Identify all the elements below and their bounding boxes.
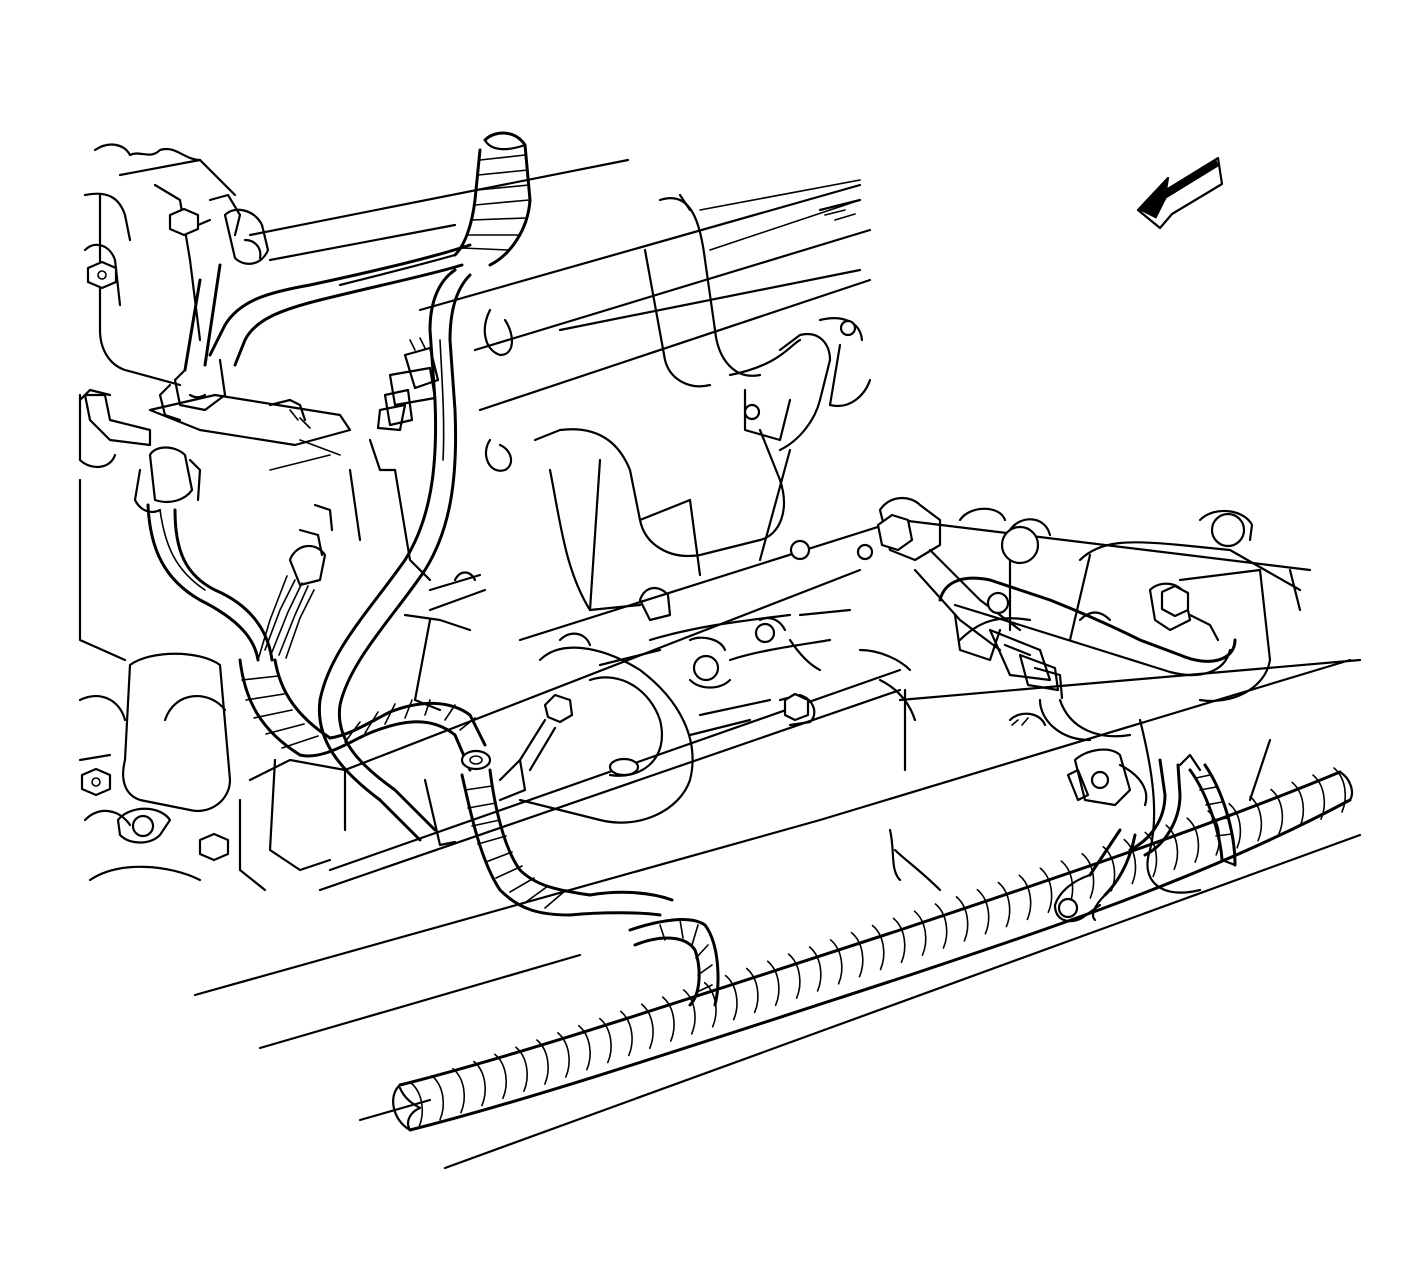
loom-ring bbox=[871, 924, 885, 971]
harness-branch-to-loom bbox=[628, 918, 720, 1007]
left-harness-clip bbox=[133, 446, 202, 514]
front-direction-arrow-icon bbox=[1136, 156, 1224, 230]
loom-ring bbox=[494, 1053, 507, 1100]
loom-ring bbox=[682, 989, 696, 1035]
loom-ring bbox=[976, 888, 990, 935]
loom-ring bbox=[619, 1010, 633, 1057]
loom-ring bbox=[598, 1017, 612, 1064]
loom-ring bbox=[473, 1060, 487, 1107]
loom-ring bbox=[1228, 802, 1242, 849]
center-harness-upper bbox=[453, 131, 532, 472]
loom-ring bbox=[850, 931, 864, 978]
loom-ring bbox=[452, 1067, 466, 1114]
loom-ring bbox=[1018, 874, 1032, 921]
loom-ring bbox=[766, 960, 780, 1007]
loom-ring bbox=[703, 981, 717, 1028]
harness-junction bbox=[298, 699, 492, 772]
loom-ring bbox=[578, 1024, 591, 1071]
loom-ring bbox=[661, 996, 675, 1042]
harness-trunk-down bbox=[460, 768, 674, 917]
loom-ring bbox=[515, 1046, 528, 1092]
loom-ring bbox=[431, 1075, 445, 1121]
loom-ring bbox=[787, 953, 801, 999]
loom-ring bbox=[1039, 867, 1053, 914]
loom-ring bbox=[997, 881, 1011, 928]
sensor-connector-right bbox=[1066, 748, 1148, 807]
engine-bolt bbox=[80, 767, 112, 797]
harness-tie-strap bbox=[1178, 753, 1237, 867]
frame-rail-lines bbox=[193, 658, 1362, 1170]
engine-block-outline bbox=[78, 143, 1362, 894]
engine-bolt bbox=[168, 207, 200, 237]
loom-ring bbox=[1249, 795, 1263, 842]
loom-ring bbox=[913, 910, 927, 956]
upper-harness-left bbox=[83, 193, 472, 471]
loom-ring bbox=[640, 1003, 654, 1050]
left-harness-branch bbox=[146, 503, 334, 757]
engine-bolt bbox=[198, 832, 230, 862]
loom-ring bbox=[1333, 767, 1347, 813]
loom-ring bbox=[934, 903, 948, 949]
loom-ring bbox=[557, 1032, 570, 1078]
loom-spiral-rings bbox=[410, 767, 1347, 1128]
loom-ring bbox=[745, 967, 759, 1014]
ground-strap-branch bbox=[1053, 758, 1182, 923]
loom-ring bbox=[955, 896, 969, 942]
loom-ring bbox=[1123, 838, 1137, 885]
loom-ring bbox=[808, 946, 822, 992]
loom-ring bbox=[1081, 853, 1095, 899]
loom-ring bbox=[1165, 824, 1179, 871]
main-harness-loom bbox=[392, 770, 1354, 1132]
engine-bolt bbox=[86, 260, 118, 290]
loom-ring bbox=[1186, 817, 1200, 863]
loom-ring bbox=[536, 1039, 549, 1085]
loom-ring bbox=[1291, 781, 1305, 828]
loom-ring bbox=[892, 917, 906, 964]
loom-ring bbox=[829, 939, 843, 985]
loom-ring bbox=[1312, 774, 1326, 820]
center-harness-down bbox=[317, 268, 472, 842]
loom-ring bbox=[724, 974, 738, 1021]
right-connector-cluster bbox=[938, 576, 1237, 700]
loom-ring bbox=[1270, 788, 1284, 835]
